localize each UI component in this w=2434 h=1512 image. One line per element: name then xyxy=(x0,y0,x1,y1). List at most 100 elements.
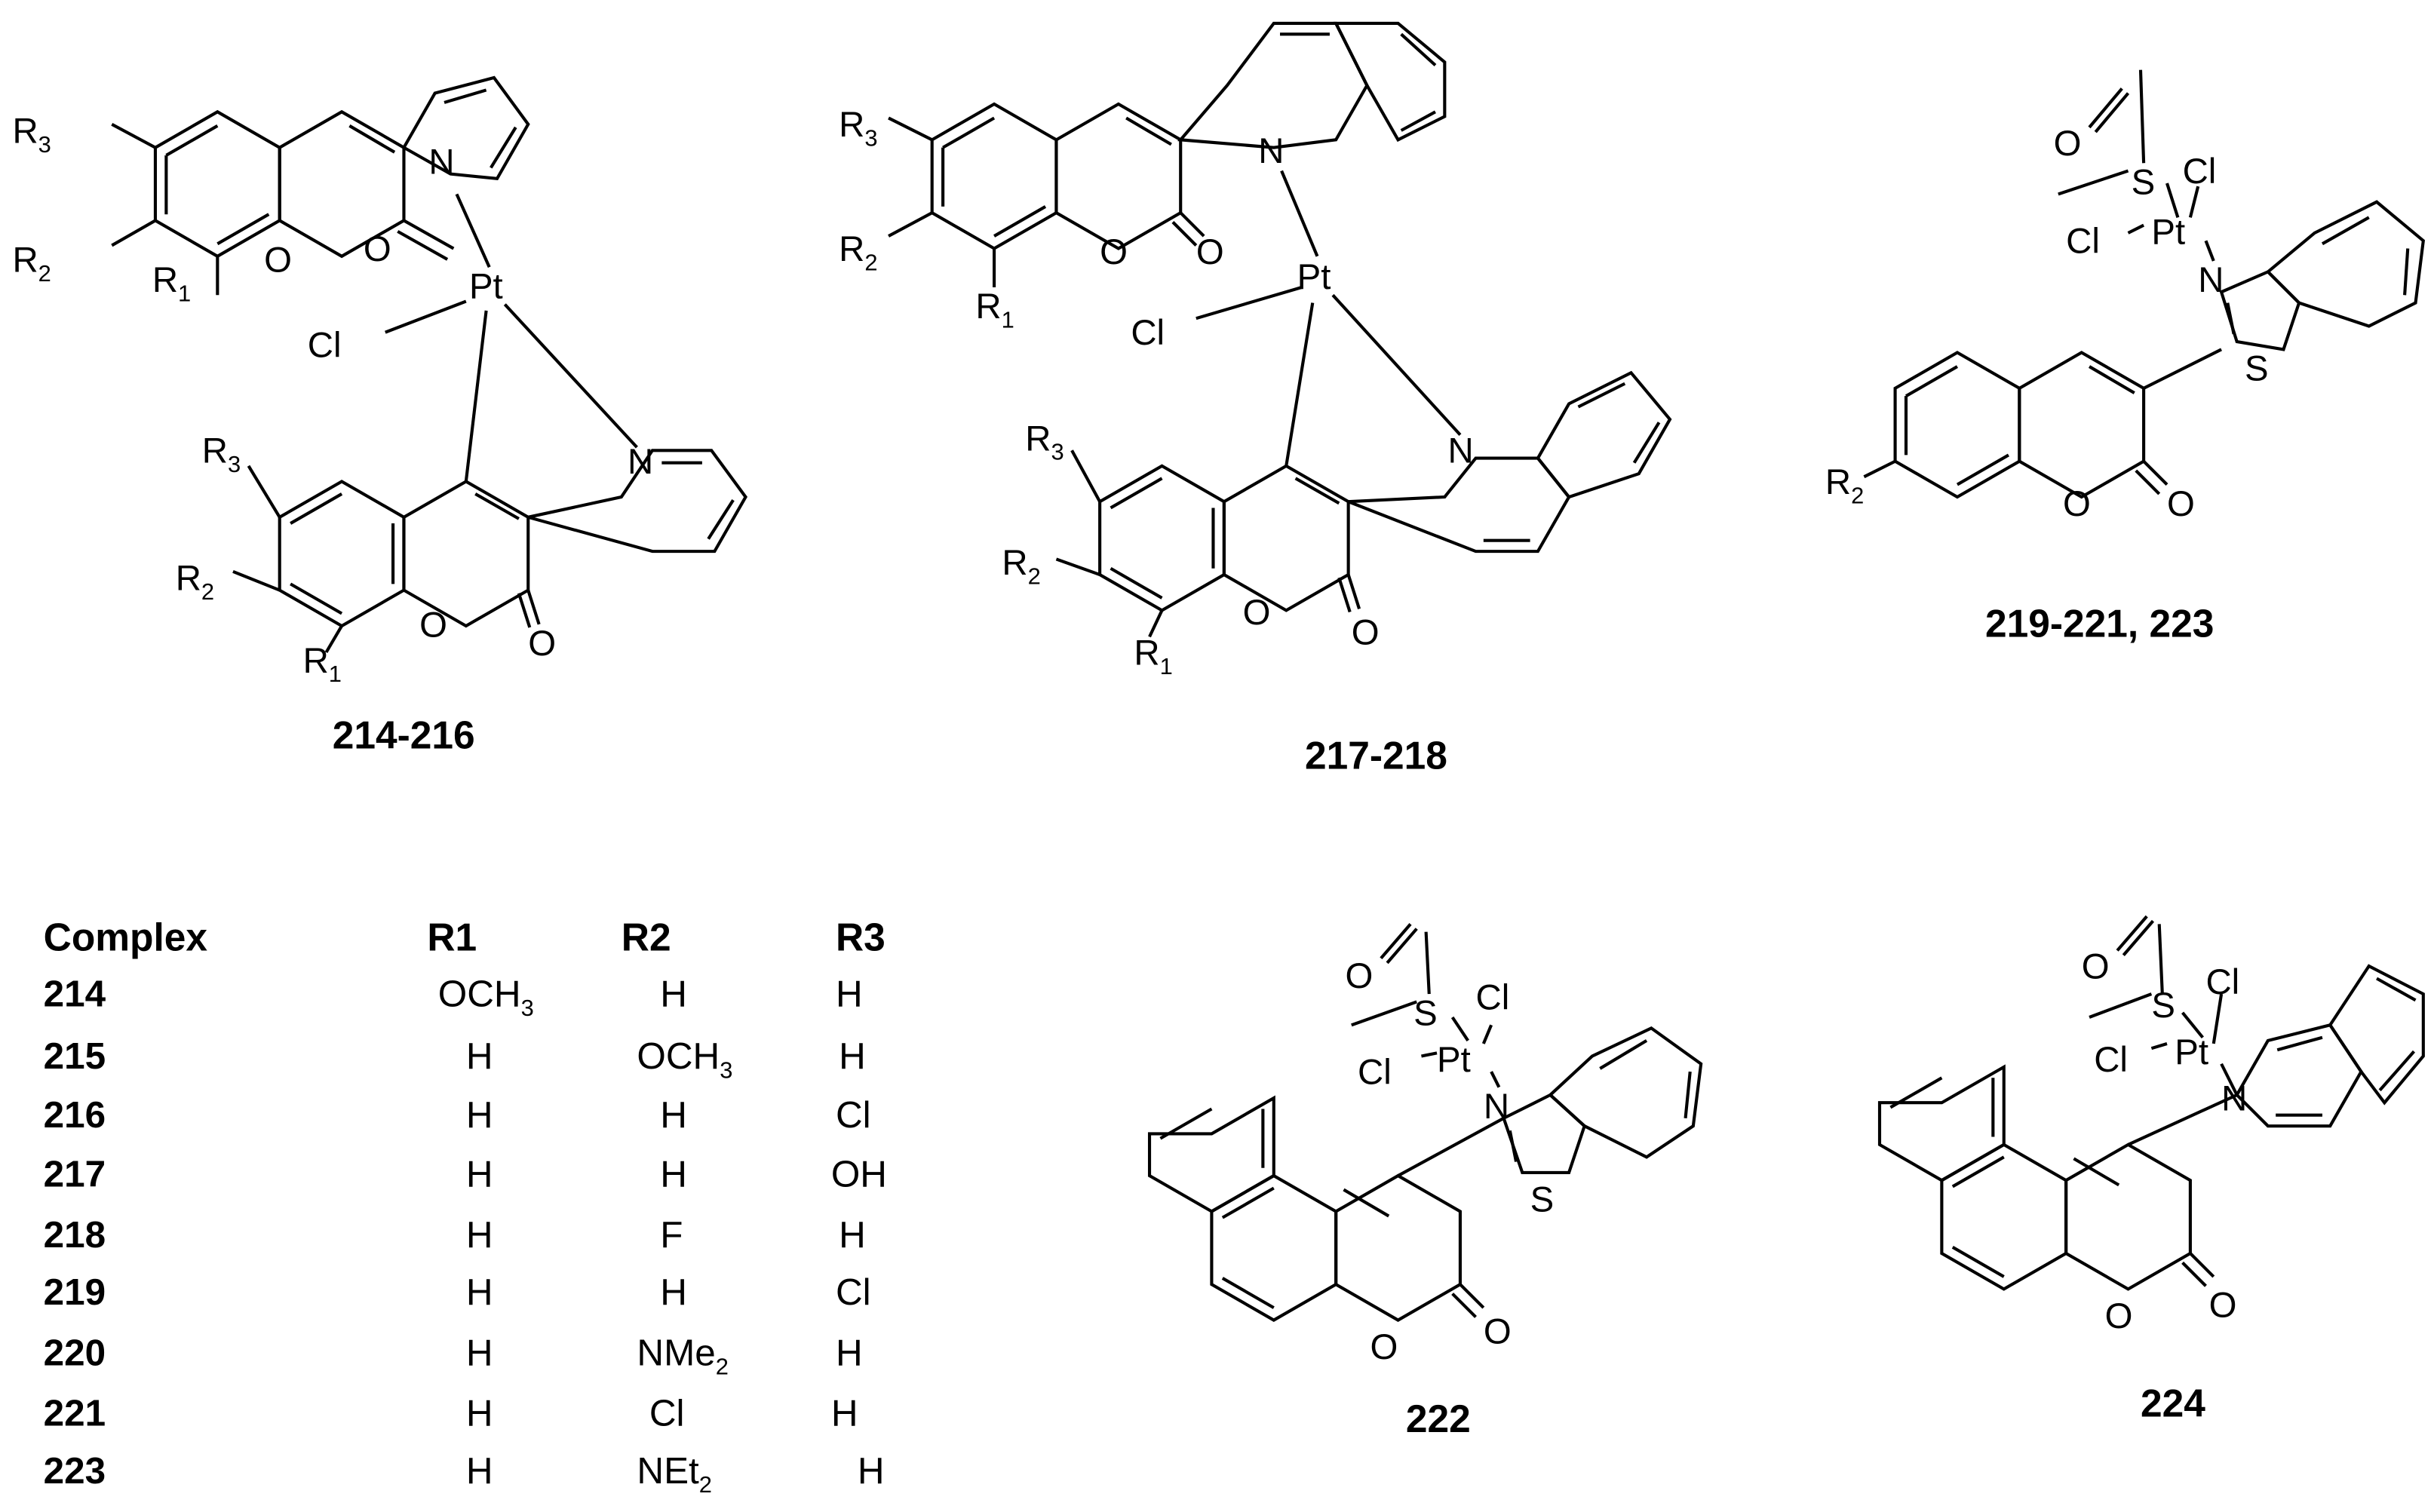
table-cell-r1: H xyxy=(466,1271,493,1313)
atom-pt: Pt xyxy=(2175,1032,2208,1072)
table-cell-complex: 220 xyxy=(44,1332,106,1373)
table-cell-r2: OCH3 xyxy=(637,1035,732,1083)
atom-cl: Cl xyxy=(2094,1040,2128,1080)
atom-o-carbonyl: O xyxy=(1352,613,1380,653)
atom-pt: Pt xyxy=(469,266,503,306)
table-cell-r1: H xyxy=(466,1393,493,1434)
table-cell-r1: H xyxy=(466,1450,493,1492)
atom-o-sulfoxide: O xyxy=(1346,956,1374,996)
atom-o: O xyxy=(1370,1327,1398,1367)
atom-cl: Cl xyxy=(2183,152,2217,192)
label-222: 222 xyxy=(1406,1397,1471,1440)
atom-r3: R3 xyxy=(839,105,877,151)
table-cell-r2: H xyxy=(660,974,687,1015)
atom-r2: R2 xyxy=(176,559,214,605)
atom-r2: R2 xyxy=(1002,543,1040,589)
atom-r1: R1 xyxy=(303,641,342,687)
atom-n: N xyxy=(1258,131,1284,171)
table-cell-r3: H xyxy=(836,974,863,1015)
table-cell-complex: 223 xyxy=(44,1450,106,1492)
atom-s-sulfoxide: S xyxy=(2132,162,2156,202)
table-header-r3: R3 xyxy=(836,915,886,958)
atom-cl: Cl xyxy=(2066,222,2100,262)
table-cell-r1: H xyxy=(466,1035,493,1077)
atom-n: N xyxy=(2221,1079,2247,1119)
table-cell-complex: 215 xyxy=(44,1035,106,1077)
table-cell-complex: 217 xyxy=(44,1153,106,1195)
structure-224: O S Pt Cl Cl N O O 224 xyxy=(1877,915,2425,1425)
atom-o-carbonyl: O xyxy=(364,229,391,269)
table-cell-r3: H xyxy=(839,1214,866,1256)
table-cell-r1: H xyxy=(466,1094,493,1136)
atom-o-carbonyl: O xyxy=(2167,484,2195,524)
table-cell-r1: OCH3 xyxy=(438,974,534,1021)
atom-cl: Cl xyxy=(1358,1053,1392,1093)
atom-n: N xyxy=(428,143,454,182)
table-header-complex: Complex xyxy=(44,915,208,958)
table-cell-r2: H xyxy=(660,1094,687,1136)
table-cell-r2: F xyxy=(660,1214,683,1256)
structure-214-216: R3 R2 R1 O O N Pt Cl R3 R2 R1 O O N 214-… xyxy=(12,75,748,757)
table-cell-complex: 214 xyxy=(44,974,106,1015)
label-214-216: 214-216 xyxy=(333,713,475,757)
table-cell-r2: NMe2 xyxy=(637,1332,729,1379)
atom-o: O xyxy=(264,240,292,280)
table-cell-r3: H xyxy=(839,1035,866,1077)
atom-r2: R2 xyxy=(12,240,51,286)
atom-r3: R3 xyxy=(12,111,51,157)
atom-o: O xyxy=(419,605,447,645)
table-cell-r2: H xyxy=(660,1271,687,1313)
atom-r1: R1 xyxy=(152,260,191,306)
label-219-221-223: 219-221, 223 xyxy=(1985,601,2214,645)
table-cell-r3: H xyxy=(858,1450,885,1492)
atom-o-carbonyl: O xyxy=(2209,1285,2237,1325)
atom-o-carbonyl: O xyxy=(1196,232,1224,272)
atom-pt: Pt xyxy=(2151,212,2185,252)
structure-222: O S Pt Cl Cl N S O O 222 xyxy=(1147,923,1703,1440)
atom-r3: R3 xyxy=(202,431,241,477)
atom-r1: R1 xyxy=(1134,633,1172,679)
atom-pt: Pt xyxy=(1297,257,1331,297)
table-cell-r2: Cl xyxy=(649,1393,685,1434)
atom-n: N xyxy=(2198,260,2224,300)
structure-219-221-223: O S Pt Cl Cl N S O O R2 219-221, 223 xyxy=(1825,69,2426,645)
atom-o: O xyxy=(1243,593,1271,633)
atom-s-sulfoxide: S xyxy=(1413,993,1438,1033)
atom-o-carbonyl: O xyxy=(1484,1311,1512,1351)
table-cell-r1: H xyxy=(466,1332,493,1373)
atom-o-sulfoxide: O xyxy=(2054,124,2082,164)
table-header-r1: R1 xyxy=(427,915,477,958)
atom-n: N xyxy=(1447,431,1473,471)
atom-cl: Cl xyxy=(1131,313,1165,353)
atom-cl: Cl xyxy=(1476,978,1510,1018)
atom-r2: R2 xyxy=(1825,462,1864,508)
atom-pt: Pt xyxy=(1437,1040,1471,1080)
atom-r1: R1 xyxy=(975,287,1014,333)
atom-cl: Cl xyxy=(308,326,342,366)
table-cell-r3: OH xyxy=(831,1153,887,1195)
table-cell-r2: H xyxy=(660,1153,687,1195)
atom-o-sulfoxide: O xyxy=(2082,946,2110,986)
table-cell-complex: 219 xyxy=(44,1271,106,1313)
table-cell-r3: Cl xyxy=(836,1094,871,1136)
label-217-218: 217-218 xyxy=(1305,733,1447,777)
table-cell-complex: 221 xyxy=(44,1393,106,1434)
structure-217-218: R3 R2 R1 O O N Pt Cl R3 R2 R1 O O N 217-… xyxy=(839,21,1672,777)
atom-o: O xyxy=(2063,484,2091,524)
table-header-r2: R2 xyxy=(622,915,671,958)
substituent-table: Complex R1 R2 R3 214 OCH3 H H 215 H OCH3… xyxy=(44,915,887,1498)
table-cell-complex: 218 xyxy=(44,1214,106,1256)
table-cell-r1: H xyxy=(466,1214,493,1256)
atom-o: O xyxy=(1100,232,1128,272)
atom-s-sulfoxide: S xyxy=(2151,986,2175,1026)
atom-n: N xyxy=(628,442,653,482)
table-cell-r3: H xyxy=(831,1393,858,1434)
atom-cl: Cl xyxy=(2205,962,2239,1002)
atom-o: O xyxy=(2105,1296,2133,1336)
atom-o-carbonyl: O xyxy=(528,624,556,664)
table-cell-r3: Cl xyxy=(836,1271,871,1313)
table-cell-r1: H xyxy=(466,1153,493,1195)
table-cell-r3: H xyxy=(836,1332,863,1373)
